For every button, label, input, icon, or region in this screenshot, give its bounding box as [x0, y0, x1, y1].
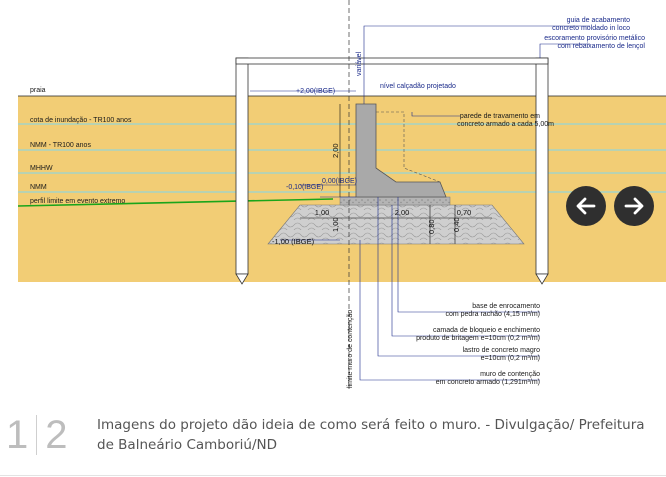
- steel-pile-left: [235, 57, 249, 285]
- callout-lastro-1: lastro de concreto magro: [463, 347, 541, 354]
- extreme-profile-line: [17, 198, 334, 207]
- dim-2-00-a: 2,00: [395, 208, 410, 217]
- callout-lastro-2: e=10cm (0,2 m³/m): [481, 355, 540, 362]
- slide-counter: 1 2: [6, 413, 68, 457]
- gallery-caption-area: 1 2 Imagens do projeto dão ideia de como…: [0, 400, 666, 477]
- rock-base: [267, 204, 525, 245]
- gallery-prev-button[interactable]: [566, 186, 606, 226]
- level-zero: 0,00(IBGE): [322, 178, 357, 185]
- dim-0-80-vertical: 0,80: [427, 219, 436, 234]
- callout-camada-2: produto de britagem e=10cm (0,2 m³/m): [416, 335, 540, 342]
- label-praia: praia: [30, 87, 46, 94]
- label-perfil-limite: perfil limite em evento extremo: [30, 198, 125, 205]
- gravel-layer: [339, 196, 451, 206]
- bottom-divider: [0, 475, 666, 476]
- counter-divider: [36, 415, 38, 455]
- level-plus-2: +2,00(IBGE): [296, 88, 335, 95]
- engineering-drawing: praia cota de inundação - TR100 anos NMM…: [17, 0, 666, 392]
- callout-escora-2: com rebaixamento de lençol: [557, 43, 645, 50]
- dimension-lines: [300, 104, 492, 244]
- callout-guia-2: concreto moldado in loco: [552, 25, 630, 32]
- arrow-right-icon: [624, 197, 644, 215]
- locking-wall-outline: [376, 111, 441, 183]
- label-nmm-tr100: NMM - TR100 anos: [30, 142, 91, 149]
- total-slide-count: 2: [45, 413, 68, 457]
- dim-0-40-vertical: 0,40: [452, 217, 461, 232]
- callout-guia-1: guia de acabamento: [567, 17, 631, 24]
- callout-base-1: base de enrocamento: [472, 303, 540, 310]
- callout-muro-2: em concreto armado (1,291m³/m): [436, 379, 540, 386]
- callout-parede-1: parede de travamento em: [460, 113, 540, 120]
- label-limite-muro: limite muro de contenção: [347, 310, 354, 388]
- gallery-next-button[interactable]: [614, 186, 654, 226]
- callout-base-2: com pedra rachão (4,15 m³/m): [445, 311, 540, 318]
- arrow-left-icon: [576, 197, 596, 215]
- dim-0-70: 0,70: [457, 208, 472, 217]
- image-caption: Imagens do projeto dão ideia de como ser…: [97, 417, 645, 453]
- callout-escora-1: escoramento provisório metálico: [544, 35, 645, 42]
- dim-1-00-vertical: 1,00: [331, 217, 340, 232]
- sand-fill: [18, 96, 666, 282]
- dim-1-00-a: 1,00: [315, 208, 330, 217]
- callout-camada-1: camada de bloqueio e enchimento: [433, 327, 540, 334]
- label-cota-inundacao: cota de inundação - TR100 anos: [30, 117, 132, 124]
- level-minus-1: -1,00 (IBGE): [272, 237, 315, 246]
- label-mhhw: MHHW: [30, 165, 53, 172]
- concrete-wall: [355, 103, 447, 198]
- level-variavel: variável: [356, 51, 363, 76]
- callout-muro-1: muro de contenção: [480, 371, 540, 378]
- dim-2-00-vertical: 2,00: [331, 143, 340, 158]
- shoring-frame: [235, 57, 549, 65]
- current-slide-number: 1: [6, 413, 29, 457]
- level-minus-010: -0,10(IBGE): [286, 184, 323, 191]
- callout-parede-2: concreto armado a cada 5,00m: [457, 121, 554, 128]
- annotation-leaders: [250, 25, 590, 381]
- steel-pile-right: [535, 57, 549, 285]
- label-nmm: NMM: [30, 184, 47, 191]
- level-calcadao: nível calçadão projetado: [380, 83, 456, 90]
